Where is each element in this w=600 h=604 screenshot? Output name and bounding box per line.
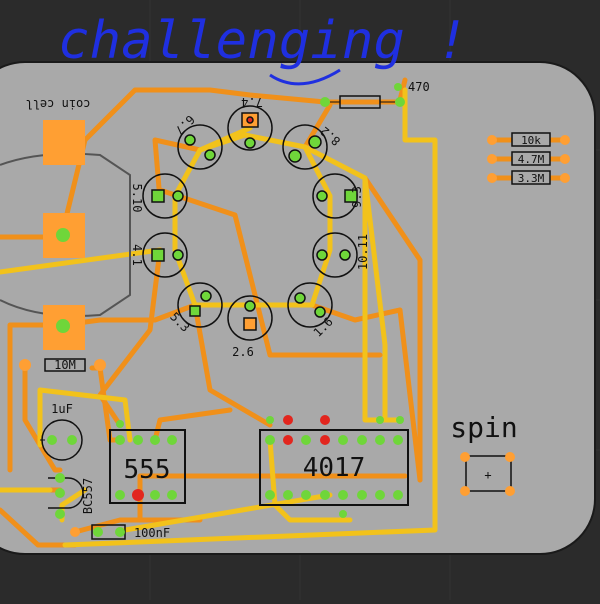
res-4m7-label: 4.7M [518, 153, 545, 166]
res-3m3-label: 3.3M [518, 172, 545, 185]
coin-cell-label: coin cell [25, 97, 90, 111]
led-7-4 [227, 105, 273, 151]
led-5-10 [142, 173, 188, 219]
transistor-bc557: BC557 [48, 473, 95, 519]
capacitor-100nf: 100nF [70, 524, 170, 540]
led-1-6 [287, 282, 333, 328]
annotation-text: challenging ! [58, 11, 468, 71]
switch-plus-label: + [484, 468, 491, 482]
led-6-7 [177, 124, 223, 170]
led-5-3 [177, 282, 223, 328]
coin-cell-holder: coin cell [0, 97, 131, 350]
led-2-6 [227, 295, 273, 341]
capacitor-1uf: 1uF [40, 402, 83, 461]
handwritten-annotation: challenging ! [58, 11, 468, 86]
transistor-label: BC557 [81, 478, 95, 514]
led-label-2-6: 2.6 [232, 345, 254, 359]
cap-1uf-label: 1uF [51, 402, 73, 416]
resistor-470-label: 470 [408, 80, 430, 94]
led-label-4-1: 4.1 [130, 244, 144, 266]
spin-switch: spin + [450, 411, 518, 496]
switch-label: spin [450, 411, 517, 444]
led-10-11 [312, 232, 358, 278]
led-label-5-10: 5.10 [130, 184, 144, 213]
ic-555: 555 [109, 420, 186, 504]
res-10k-label: 10k [521, 134, 541, 147]
resistor-10m: 10M [19, 358, 106, 372]
led-9-3 [312, 173, 358, 219]
ic-555-label: 555 [124, 455, 171, 485]
resistor-10m-label: 10M [54, 358, 76, 372]
led-label-7-4: 7.4 [241, 95, 263, 109]
led-label-10-11: 10.11 [356, 234, 370, 270]
resistor-470: 470 [320, 80, 430, 109]
led-ring [142, 105, 358, 341]
resistor-bank: 10k 4.7M 3.3M [487, 132, 570, 185]
ic-4017: 4017 [259, 415, 409, 518]
led-4-1 [142, 232, 188, 278]
led-8-2 [282, 124, 328, 170]
led-label-9-3: 9.3 [350, 186, 364, 208]
ic-4017-label: 4017 [303, 453, 366, 483]
yellow-traces [0, 87, 438, 548]
cap-100nf-label: 100nF [134, 526, 170, 540]
